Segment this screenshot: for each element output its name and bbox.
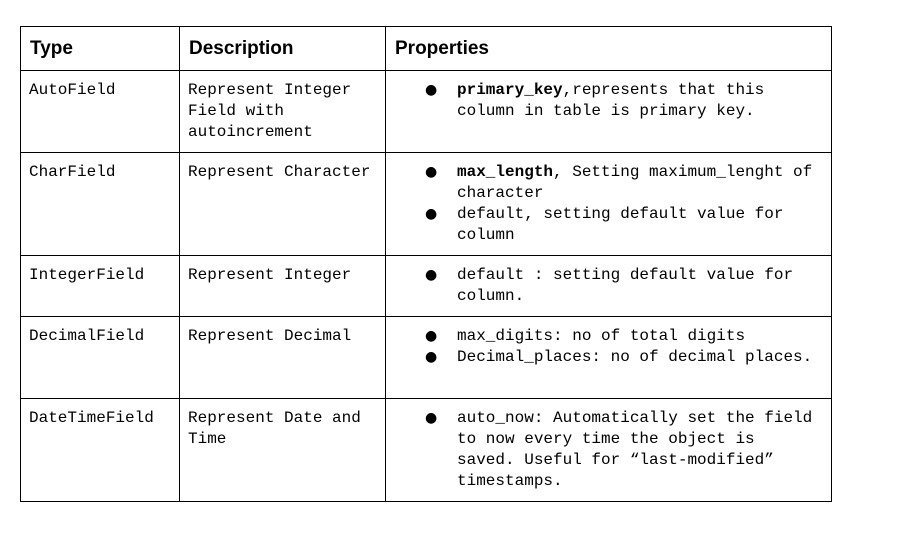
property-list: ● max_digits: no of total digits ● Decimal… (386, 326, 823, 368)
property-item: ● Decimal_places: no of decimal places. (386, 347, 823, 368)
property-item: ● max_length, Setting maximum_lenght of c… (386, 162, 823, 204)
bullet-icon: ● (425, 267, 438, 283)
header-row: Type Description Properties (20, 26, 832, 71)
cell-description: Represent Character (179, 152, 386, 256)
cell-type: DecimalField (20, 316, 180, 399)
property-item: ● default : setting default value for col… (386, 265, 823, 307)
property-text: default : setting default value for colu… (457, 266, 794, 305)
cell-properties: ● default : setting default value for col… (385, 255, 832, 317)
cell-type: AutoField (20, 70, 180, 153)
property-list: ● primary_key,represents that this column… (386, 80, 823, 122)
header-type: Type (20, 26, 180, 71)
table-row: CharField Represent Character ● max_lengt… (20, 152, 832, 256)
bullet-icon: ● (425, 206, 438, 222)
cell-type: IntegerField (20, 255, 180, 317)
property-text: Decimal_places: no of decimal places. (457, 348, 813, 366)
property-list: ● auto_now: Automatically set the field t… (386, 408, 823, 492)
property-item: ● default, setting default value for colu… (386, 204, 823, 246)
bullet-icon: ● (425, 164, 438, 180)
bullet-icon: ● (425, 82, 438, 98)
property-item: ● max_digits: no of total digits (386, 326, 823, 347)
property-list: ● default : setting default value for col… (386, 265, 823, 307)
property-key: primary_key (457, 81, 563, 99)
property-list: ● max_length, Setting maximum_lenght of c… (386, 162, 823, 246)
table-row: DecimalField Represent Decimal ● max_digi… (20, 316, 832, 399)
property-text: default, setting default value for colum… (457, 205, 784, 244)
bullet-icon: ● (425, 349, 438, 365)
property-text: max_digits: no of total digits (457, 327, 746, 345)
cell-type: DateTimeField (20, 398, 180, 502)
table-row: AutoField Represent Integer Field with a… (20, 70, 832, 153)
property-key: max_length (457, 163, 554, 181)
cell-description: Represent Date and Time (179, 398, 386, 502)
header-description: Description (179, 26, 386, 71)
cell-properties: ● max_digits: no of total digits ● Decimal… (385, 316, 832, 399)
header-properties: Properties (385, 26, 832, 71)
cell-description: Represent Integer Field with autoincreme… (179, 70, 386, 153)
bullet-icon: ● (425, 410, 438, 426)
table-row: IntegerField Represent Integer ● default … (20, 255, 832, 317)
field-types-table: Type Description Properties AutoField Re… (20, 26, 832, 502)
cell-description: Represent Integer (179, 255, 386, 317)
bullet-icon: ● (425, 328, 438, 344)
property-text: auto_now: Automatically set the field to… (457, 409, 813, 490)
cell-type: CharField (20, 152, 180, 256)
table-row: DateTimeField Represent Date and Time ● a… (20, 398, 832, 502)
property-item: ● primary_key,represents that this column… (386, 80, 823, 122)
cell-description: Represent Decimal (179, 316, 386, 399)
cell-properties: ● auto_now: Automatically set the field t… (385, 398, 832, 502)
property-text: ,represents that this column in table is… (457, 81, 765, 120)
property-item: ● auto_now: Automatically set the field t… (386, 408, 823, 492)
property-text: , Setting maximum_lenght of character (457, 163, 813, 202)
cell-properties: ● max_length, Setting maximum_lenght of c… (385, 152, 832, 256)
cell-properties: ● primary_key,represents that this column… (385, 70, 832, 153)
